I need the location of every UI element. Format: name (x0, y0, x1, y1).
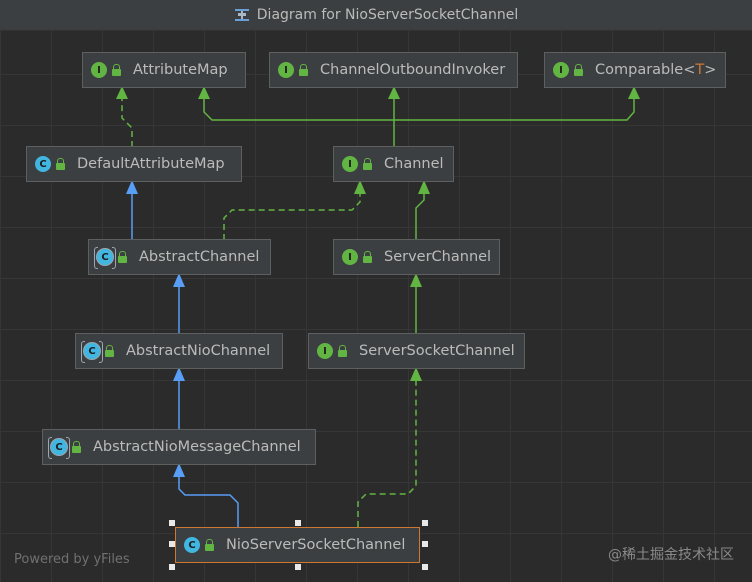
node-abstract-channel[interactable]: C AbstractChannel (88, 239, 271, 275)
public-lock-icon (72, 440, 81, 453)
arrowhead-server-socket-channel (410, 367, 422, 381)
diagram-icon (234, 8, 250, 22)
arrowhead-channel-1 (354, 180, 366, 194)
selection-handle-middle-right[interactable] (422, 541, 428, 547)
node-label: ServerChannel (384, 249, 492, 265)
public-lock-icon (105, 344, 114, 357)
public-lock-icon (363, 250, 372, 263)
class-icon: C (35, 156, 51, 172)
node-label: Comparable (595, 62, 684, 78)
type-param-close: > (704, 62, 717, 78)
node-label: ChannelOutboundInvoker (320, 62, 506, 78)
node-label: AbstractNioChannel (126, 343, 271, 359)
interface-icon: I (278, 62, 294, 78)
node-label: NioServerSocketChannel (226, 537, 406, 553)
node-label: DefaultAttributeMap (77, 156, 225, 172)
node-server-channel[interactable]: I ServerChannel (333, 239, 500, 275)
interface-icon: I (342, 156, 358, 172)
type-param: T (695, 62, 705, 78)
edge-nio-server-socket-channel-to-server-socket-channel (357, 380, 417, 527)
arrowhead-channel-2 (418, 180, 430, 194)
abstract-class-icon: C (81, 341, 103, 363)
interface-icon: I (553, 62, 569, 78)
public-lock-icon (363, 157, 372, 170)
arrowhead-abstract-nio-channel (173, 367, 185, 381)
class-icon: C (184, 537, 200, 553)
arrowhead-attribute-map-2 (198, 86, 210, 99)
selection-handle-top-center[interactable] (295, 520, 301, 526)
public-lock-icon (56, 157, 65, 170)
node-label: ServerSocketChannel (359, 343, 515, 359)
edge-server-channel-to-channel (415, 193, 425, 240)
edge-default-attribute-map-to-attribute-map (121, 98, 133, 147)
title-bar: Diagram for NioServerSocketChannel (0, 0, 752, 31)
selection-handle-top-right[interactable] (422, 520, 428, 526)
node-server-socket-channel[interactable]: I ServerSocketChannel (308, 333, 525, 369)
edge-nio-server-socket-channel-to-abstract-nio-message-channel (178, 476, 239, 527)
arrowhead-abstract-channel (173, 273, 185, 287)
public-lock-icon (574, 63, 583, 76)
node-label: AttributeMap (133, 62, 228, 78)
public-lock-icon (338, 344, 347, 357)
node-default-attribute-map[interactable]: C DefaultAttributeMap (26, 146, 242, 182)
interface-icon: I (91, 62, 107, 78)
public-lock-icon (118, 250, 127, 263)
node-channel[interactable]: I Channel (333, 146, 454, 182)
powered-by-label: Powered by yFiles (14, 552, 130, 567)
node-label: AbstractChannel (139, 249, 260, 265)
public-lock-icon (205, 538, 214, 551)
node-channel-outbound-invoker[interactable]: I ChannelOutboundInvoker (269, 52, 518, 88)
abstract-class-icon: C (94, 247, 116, 269)
interface-icon: I (342, 249, 358, 265)
window-title: Diagram for NioServerSocketChannel (256, 7, 519, 23)
arrowhead-server-channel (410, 273, 422, 287)
type-param-open: < (683, 62, 696, 78)
arrowhead-channel-outbound-invoker (388, 86, 400, 99)
selection-handle-bottom-left[interactable] (169, 564, 175, 570)
node-comparable[interactable]: I Comparable<T> (544, 52, 726, 88)
interface-icon: I (317, 343, 333, 359)
public-lock-icon (299, 63, 308, 76)
edge-abstract-channel-to-channel (223, 193, 361, 240)
arrowhead-comparable (628, 86, 640, 99)
arrowhead-attribute-map (116, 86, 128, 99)
node-abstract-nio-channel[interactable]: C AbstractNioChannel (75, 333, 283, 369)
watermark: @稀土掘金技术社区 (608, 547, 734, 563)
diagram-canvas[interactable] (0, 31, 752, 582)
node-attribute-map[interactable]: I AttributeMap (82, 52, 246, 88)
node-nio-server-socket-channel[interactable]: C NioServerSocketChannel (175, 527, 420, 563)
node-label: AbstractNioMessageChannel (93, 439, 301, 455)
arrowhead-abstract-nio-message-channel (173, 463, 185, 477)
public-lock-icon (112, 63, 121, 76)
selection-handle-bottom-center[interactable] (295, 564, 301, 570)
node-abstract-nio-message-channel[interactable]: C AbstractNioMessageChannel (42, 429, 316, 465)
selection-handle-bottom-right[interactable] (422, 564, 428, 570)
selection-handle-top-left[interactable] (169, 520, 175, 526)
selection-handle-middle-left[interactable] (169, 541, 175, 547)
abstract-class-icon: C (48, 437, 70, 459)
edge-channel-to-parents (203, 98, 635, 147)
arrowhead-default-attribute-map (126, 180, 138, 194)
node-label: Channel (384, 156, 444, 172)
